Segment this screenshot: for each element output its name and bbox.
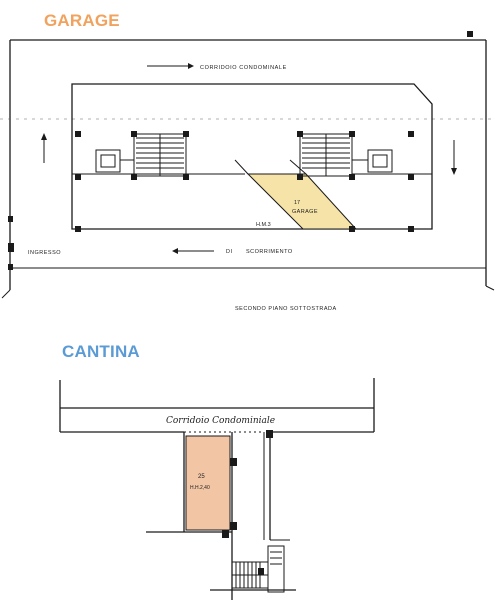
column — [408, 226, 414, 232]
column — [297, 131, 303, 137]
garage-floor-label: SECONDO PIANO SOTTOSTRADA — [235, 306, 337, 312]
garage-lane-label-right: SCORRIMENTO — [246, 249, 293, 255]
garage-right-stair-core — [299, 133, 393, 177]
column — [183, 131, 189, 137]
garage-outer-corner-right — [485, 285, 495, 291]
column — [8, 264, 13, 270]
garage-lane-label-left: INGRESSO — [28, 250, 61, 256]
column — [349, 174, 355, 180]
traffic-arrow-bottom — [172, 248, 214, 254]
garage-plan — [0, 31, 495, 299]
column — [131, 131, 137, 137]
cantina-unit-25-highlight — [185, 435, 231, 531]
garage-lane-label-middle: DI — [226, 249, 233, 255]
column — [75, 131, 81, 137]
cantina-plan — [59, 378, 375, 600]
garage-columns — [8, 31, 473, 270]
garage-outer-corner-left — [1, 289, 11, 299]
column — [349, 226, 355, 232]
left-lift-box — [95, 149, 121, 173]
column — [467, 31, 473, 37]
cantina-unit-number: 25 — [198, 474, 205, 480]
cantina-corridor-label: Corridoio Condominiale — [166, 416, 275, 426]
column — [230, 458, 237, 466]
garage-unit-label: GARAGE — [292, 209, 318, 215]
right-lift-box — [367, 149, 393, 173]
traffic-arrow-right — [451, 140, 457, 175]
cantina-title: CANTINA — [62, 342, 140, 361]
garage-unit-17-highlight — [246, 173, 358, 230]
cantina-stair — [210, 545, 296, 593]
column — [297, 174, 303, 180]
column — [258, 568, 264, 575]
column — [75, 226, 81, 232]
column — [131, 174, 137, 180]
column — [183, 174, 189, 180]
column — [408, 131, 414, 137]
column — [75, 174, 81, 180]
traffic-arrow-top — [147, 63, 194, 69]
cantina-columns — [222, 430, 273, 575]
garage-left-stair-core — [95, 133, 187, 177]
cantina-unit-code: H.H.2,40 — [190, 485, 210, 491]
garage-unit-number: 17 — [294, 200, 300, 206]
garage-unit-divider-left — [234, 159, 249, 175]
column — [349, 131, 355, 137]
column — [408, 174, 414, 180]
column — [222, 530, 229, 538]
column — [266, 430, 273, 438]
garage-inner-island — [71, 83, 433, 230]
traffic-arrow-left — [41, 133, 47, 163]
column — [230, 522, 237, 530]
column — [8, 216, 13, 222]
garage-title: GARAGE — [44, 11, 120, 30]
garage-corridor-label: CORRIDOIO CONDOMINALE — [200, 65, 287, 71]
entrance-marker — [8, 243, 14, 252]
garage-unit-divider-right — [289, 159, 307, 175]
garage-unit-code: H.M.3 — [256, 222, 271, 228]
